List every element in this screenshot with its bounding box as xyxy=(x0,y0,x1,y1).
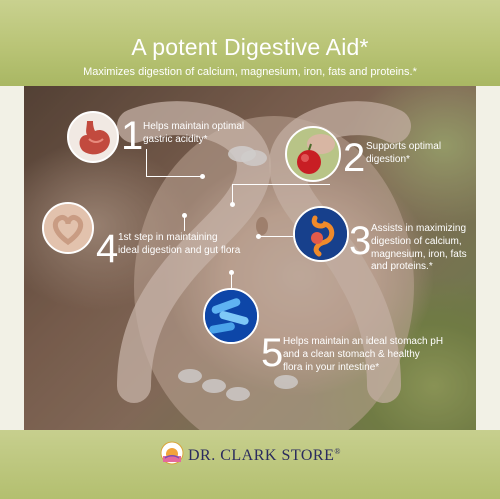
point-3-text: Assists in maximizing digestion of calci… xyxy=(371,223,467,273)
point-4-text: 1st step in maintaining ideal digestion … xyxy=(118,232,241,256)
point-4-number: 4 xyxy=(96,227,119,271)
digestive-system-icon xyxy=(293,206,349,262)
belly-hands-photo xyxy=(24,86,476,430)
point-5-text: Helps maintain an ideal stomach pH and a… xyxy=(283,336,444,373)
brand-name[interactable]: DR. CLARK STORE® xyxy=(188,447,341,464)
connector-1-dot xyxy=(200,174,205,179)
footer-banner xyxy=(0,430,500,499)
connector-4-dot xyxy=(182,213,187,218)
point-1-number: 1 xyxy=(121,114,144,158)
connector-3 xyxy=(259,236,293,237)
connector-2 xyxy=(232,184,330,185)
point-1-text: Helps maintain optimal gastric acidity* xyxy=(143,121,245,145)
connector-5-dot xyxy=(229,270,234,275)
apple-mouth-icon xyxy=(285,126,341,182)
connector-4 xyxy=(184,216,185,231)
connector-3-dot xyxy=(256,234,261,239)
connector-1b xyxy=(146,176,202,177)
bacteria-icon xyxy=(203,288,259,344)
connector-2b xyxy=(232,184,233,204)
connector-5 xyxy=(231,273,232,288)
stomach-icon xyxy=(67,111,119,163)
page-title: A potent Digestive Aid* xyxy=(131,34,369,60)
heart-hands-icon xyxy=(42,202,94,254)
point-5-number: 5 xyxy=(261,331,284,375)
sunrise-logo-icon xyxy=(160,441,184,465)
connector-1 xyxy=(146,149,147,176)
point-3-number: 3 xyxy=(349,219,372,263)
point-2-number: 2 xyxy=(343,136,366,180)
page-subtitle: Maximizes digestion of calcium, magnesiu… xyxy=(83,66,417,78)
point-2-text: Supports optimal digestion* xyxy=(366,141,442,165)
connector-2-dot xyxy=(230,202,235,207)
header-banner: A potent Digestive Aid* Maximizes digest… xyxy=(0,0,500,86)
